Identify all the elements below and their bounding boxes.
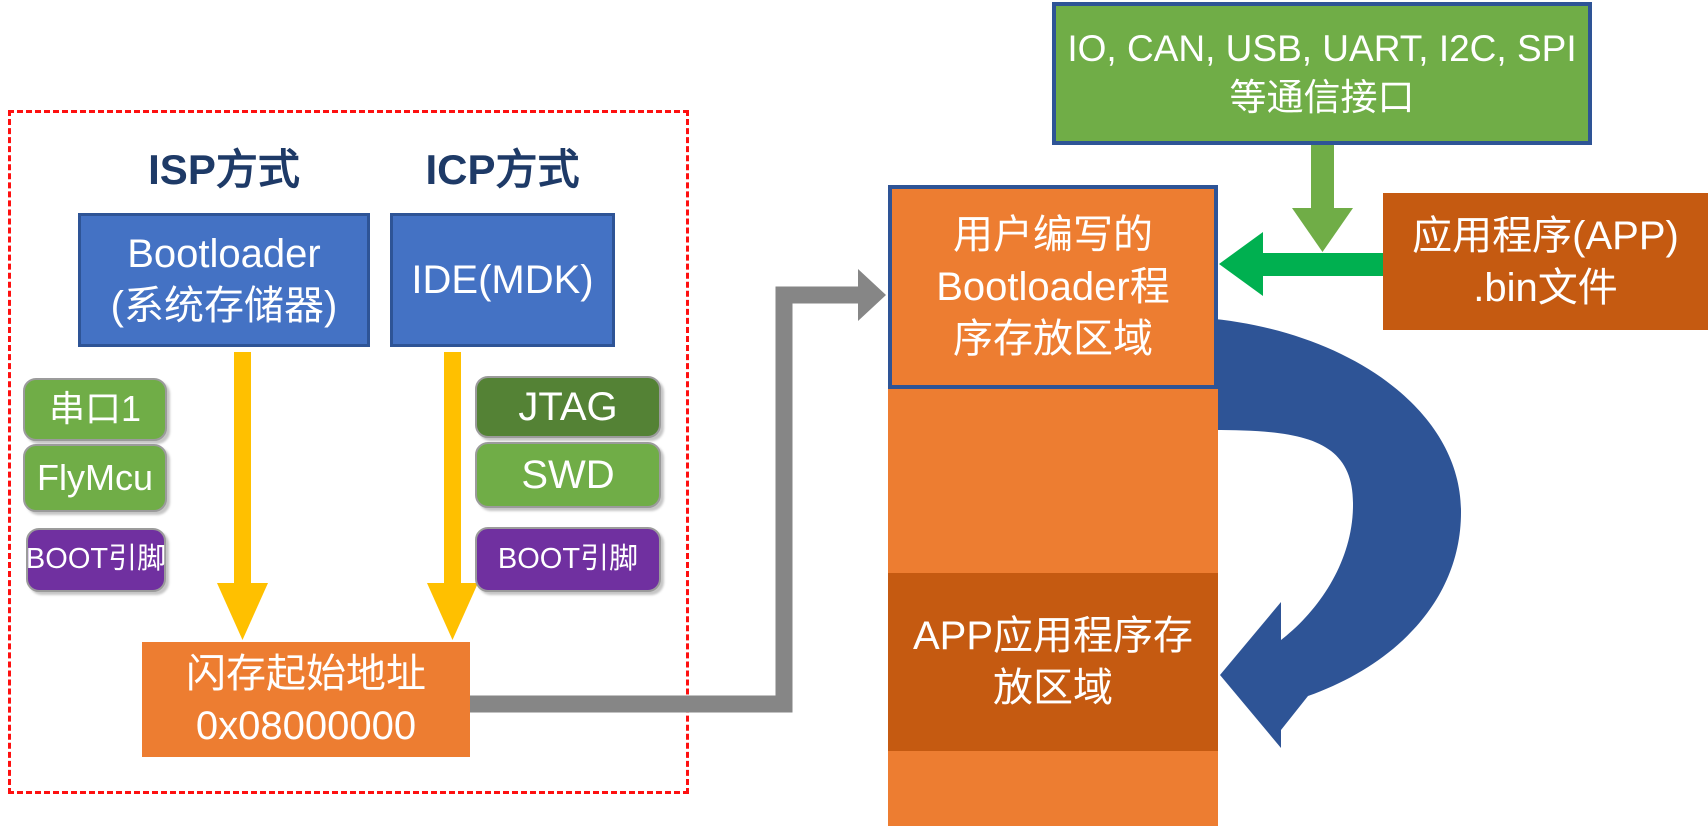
bootloader-line1: Bootloader [127,232,321,276]
green-left-arrow [1219,232,1383,296]
app-region-line2: 放区域 [993,666,1113,710]
flymcu-box: FlyMcu [23,444,167,512]
bootloader-line2: (系统存储器) [110,284,338,328]
ide-mdk-label: IDE(MDK) [411,258,594,302]
bootloader-storage-region-box: 用户编写的 Bootloader程 序存放区域 [888,185,1218,389]
yellow-down-arrow-isp [217,352,268,640]
swd-label: SWD [521,453,615,497]
app-bin-line1: 应用程序(APP) [1412,213,1679,258]
yellow-down-arrow-icp [427,352,478,640]
serial1-label: 串口1 [48,388,142,430]
flymcu-label: FlyMcu [37,456,153,498]
swd-box: SWD [475,442,661,508]
isp-icp-dashed-frame [8,110,689,794]
bootloader-region-line1: 用户编写的 [953,213,1153,257]
bootloader-region-line3: 序存放区域 [953,317,1153,361]
jtag-label: JTAG [518,385,618,429]
boot-pin-box-right: BOOT引脚 [475,527,661,592]
ide-mdk-box: IDE(MDK) [390,213,615,347]
comm-line2: 等通信接口 [1229,76,1415,118]
app-storage-region-band: APP应用程序存 放区域 [888,573,1218,751]
green-down-arrow [1292,145,1353,252]
flash-start-address-box: 闪存起始地址 0x08000000 [142,642,470,757]
app-bin-file-box: 应用程序(APP) .bin文件 [1383,193,1708,330]
comm-line1: IO, CAN, USB, UART, I2C, SPI [1067,28,1577,70]
isp-mode-text: ISP方式 [148,145,300,193]
icp-mode-label: ICP方式 [390,144,615,196]
flash-addr-line2: 0x08000000 [195,703,417,748]
isp-mode-label: ISP方式 [78,144,370,196]
boot-pin-box-left: BOOT引脚 [26,528,166,592]
gray-elbow-arrow [470,269,886,713]
serial1-box: 串口1 [23,378,167,441]
bootloader-region-line2: Bootloader程 [936,265,1170,309]
comm-interfaces-box: IO, CAN, USB, UART, I2C, SPI 等通信接口 [1052,2,1592,145]
boot-pin-right-label: BOOT引脚 [497,542,639,575]
app-region-line1: APP应用程序存 [912,614,1194,658]
icp-mode-text: ICP方式 [425,145,580,193]
flash-addr-line1: 闪存起始地址 [186,651,426,696]
boot-pin-left-label: BOOT引脚 [25,543,167,576]
bootloader-system-memory-box: Bootloader (系统存储器) [78,213,370,347]
blue-curved-arrow [1205,318,1462,748]
app-bin-line2: .bin文件 [1473,265,1618,310]
jtag-box: JTAG [475,376,661,438]
